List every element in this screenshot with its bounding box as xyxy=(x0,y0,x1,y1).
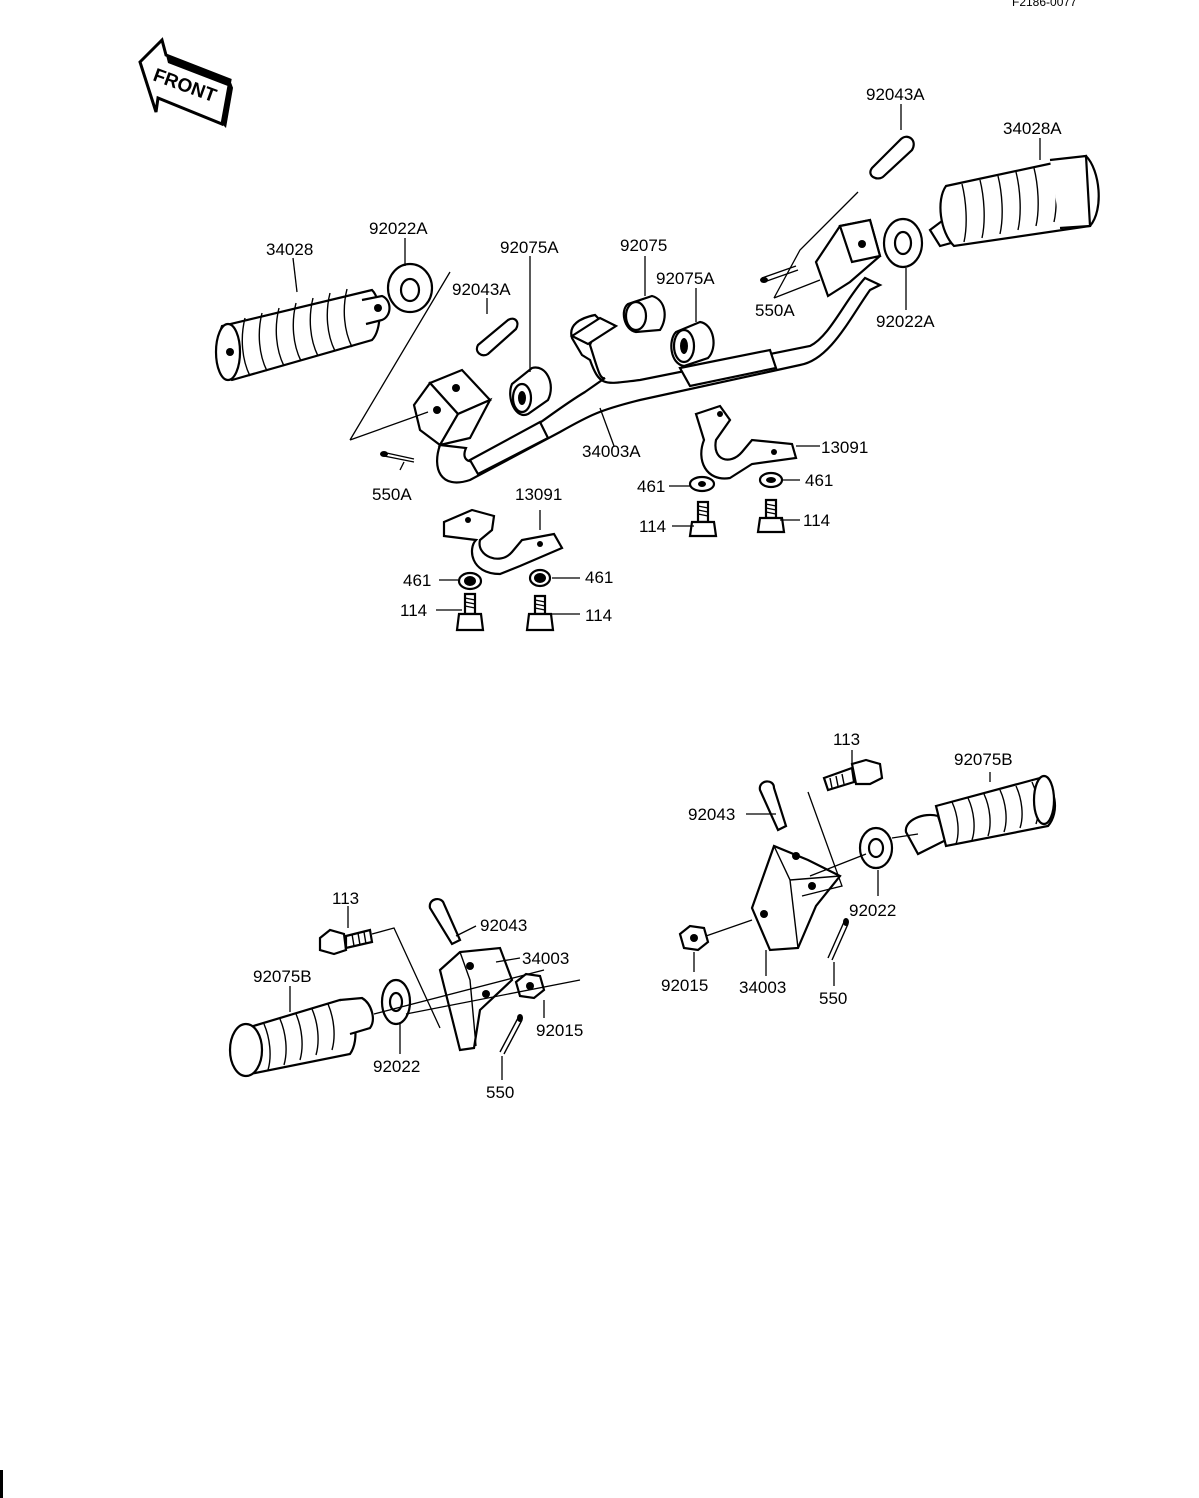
footpeg-bar-34003A xyxy=(436,276,883,484)
callout-550A-left: 550A xyxy=(372,485,412,504)
callout-92022-bl: 92022 xyxy=(373,1057,420,1076)
callout-461-r1: 461 xyxy=(637,477,665,496)
callout-550-bl: 550 xyxy=(486,1083,514,1102)
callout-114-r2: 114 xyxy=(803,511,830,530)
page-edge-mark xyxy=(0,1470,3,1498)
callout-114-l1: 114 xyxy=(400,601,427,620)
pin-92043A-left xyxy=(475,317,519,357)
callout-34028: 34028 xyxy=(266,240,313,259)
washer-92022A-right xyxy=(882,217,924,269)
nut-92015-bl xyxy=(514,972,546,1000)
callout-92043-br: 92043 xyxy=(688,805,735,824)
callout-92015-br: 92015 xyxy=(661,976,708,995)
cotter-pin-550A-left xyxy=(380,451,415,463)
callout-113-bl: 113 xyxy=(332,889,359,908)
callout-92075B-br: 92075B xyxy=(954,750,1013,769)
callout-92015-bl: 92015 xyxy=(536,1021,583,1040)
callout-461-r2: 461 xyxy=(805,471,833,490)
bottom-right-leader-lines xyxy=(693,750,991,986)
top-leader-lines xyxy=(292,104,1041,615)
clamp-13091-right xyxy=(694,404,798,480)
bushing-92075A-right xyxy=(670,320,715,368)
bracket-34003-bl xyxy=(438,946,514,1052)
lock-washer-461-l2 xyxy=(528,568,552,588)
lock-washer-461-l1 xyxy=(457,571,483,591)
callout-92043-bl: 92043 xyxy=(480,916,527,935)
left-footpeg-bracket xyxy=(412,368,493,447)
callout-92022-br: 92022 xyxy=(849,901,896,920)
callout-92075B-bl: 92075B xyxy=(253,967,312,986)
callout-13091-right: 13091 xyxy=(821,438,868,457)
bushing-92075A-left xyxy=(509,366,552,417)
callout-92022A-right: 92022A xyxy=(876,312,935,331)
front-arrow-icon: FRONT xyxy=(138,37,233,128)
washer-92022-bl xyxy=(380,978,412,1026)
bracket-34003-br xyxy=(750,844,842,952)
footpeg-rubber-34028 xyxy=(214,288,391,382)
callout-34003A: 34003A xyxy=(582,442,641,461)
callout-92075A-left: 92075A xyxy=(500,238,559,257)
cotter-pin-550-bl xyxy=(499,1014,523,1055)
lock-washer-461-r1 xyxy=(688,475,716,493)
callout-92022A-left: 92022A xyxy=(369,219,428,238)
callout-34003-br: 34003 xyxy=(739,978,786,997)
callout-92075: 92075 xyxy=(620,236,667,255)
callout-113-br: 113 xyxy=(833,730,860,749)
footpeg-rubber-92075B-br xyxy=(904,774,1057,856)
pin-92043-br xyxy=(758,780,788,832)
callout-92075A-right: 92075A xyxy=(656,269,715,288)
washer-92022A-left xyxy=(386,262,434,314)
bolt-114-r2 xyxy=(756,498,786,534)
washer-92022-br xyxy=(858,826,894,870)
callout-461-l1: 461 xyxy=(403,571,431,590)
cotter-pin-550-br xyxy=(827,918,849,961)
pin-92043-bl xyxy=(428,898,462,946)
bolt-113-br xyxy=(822,758,884,792)
callout-34028A: 34028A xyxy=(1003,119,1062,138)
bolt-114-l1 xyxy=(455,592,485,632)
bolt-113-bl xyxy=(318,928,374,956)
callout-13091-left: 13091 xyxy=(515,485,562,504)
footpeg-rubber-34028A xyxy=(928,154,1100,248)
drawing-code: F2186-0077 xyxy=(1012,0,1077,9)
right-footpeg-bracket xyxy=(814,218,882,298)
callout-550A-right: 550A xyxy=(755,301,795,320)
bolt-114-l2 xyxy=(525,594,555,632)
callout-550-br: 550 xyxy=(819,989,847,1008)
pin-92043A-right xyxy=(869,135,915,180)
callout-34003-bl: 34003 xyxy=(522,949,569,968)
bottom-left-leader-lines xyxy=(289,906,581,1080)
clamp-13091-left xyxy=(442,508,564,576)
lock-washer-461-r2 xyxy=(758,471,784,489)
nut-92015-br xyxy=(678,924,710,952)
callout-92043A-right: 92043A xyxy=(866,85,925,104)
footpeg-rubber-92075B-bl xyxy=(228,996,374,1078)
bushing-92075 xyxy=(622,294,666,334)
callout-labels: 34028 92022A 92043A 92075A 92075 92075A … xyxy=(253,85,1062,1102)
bolt-114-r1 xyxy=(688,500,718,538)
callout-114-r1: 114 xyxy=(639,517,666,536)
callout-461-l2: 461 xyxy=(585,568,613,587)
callout-114-l2: 114 xyxy=(585,606,612,625)
callout-92043A-left: 92043A xyxy=(452,280,511,299)
cotter-pin-550A-right xyxy=(760,265,799,283)
